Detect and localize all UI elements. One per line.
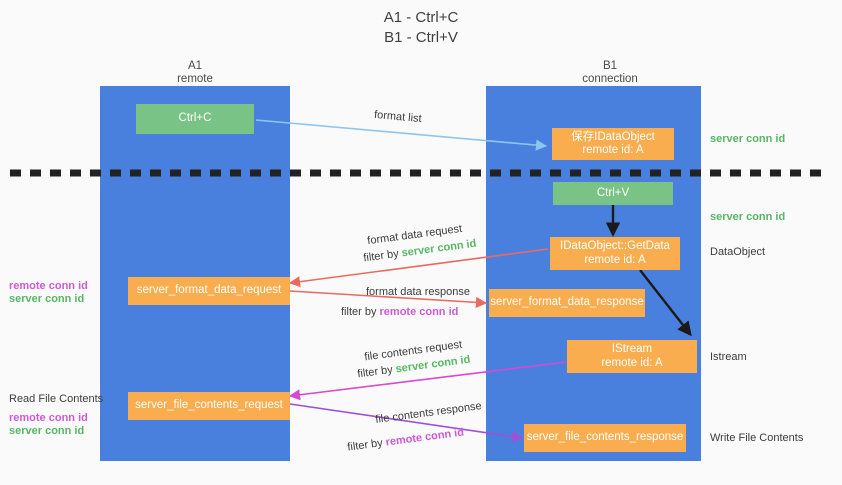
arrow-format-list [255,119,548,151]
left-label-server-conn-id-lower: server conn id [9,425,85,437]
column-b1-sub: connection [582,73,638,85]
box-server-format-data-response-label: server_format_data_response [490,296,644,309]
box-getdata-line2: remote id: A [584,253,646,266]
box-ctrl-v-label: Ctrl+V [596,186,630,199]
box-server-format-data-request[interactable]: server_format_data_request [128,277,290,305]
left-label-remote-conn-id-upper: remote conn id [9,280,88,292]
box-istream[interactable]: IStream remote id: A [567,340,697,373]
column-a1-sub: remote [177,73,213,85]
filter-value-remote-conn-id: remote conn id [379,306,459,318]
title-line-1: A1 - Ctrl+C [383,9,459,26]
column-b1-name: B1 [602,60,618,72]
box-getdata[interactable]: IDataObject::GetData remote id: A [550,237,680,270]
column-header-a1: A1 remote [130,60,260,86]
box-ctrl-c-label: Ctrl+C [178,112,212,125]
right-label-istream: Istream [710,351,747,363]
box-save-idataobject-line1: 保存IDataObject [571,130,655,143]
box-server-format-data-request-label: server_format_data_request [136,284,282,297]
box-save-idataobject[interactable]: 保存IDataObject remote id: A [552,128,674,160]
box-ctrl-c[interactable]: Ctrl+C [136,104,254,134]
arrow-file-contents-response [289,403,524,443]
box-server-format-data-response[interactable]: server_format_data_response [489,289,645,317]
page-title: A1 - Ctrl+C B1 - Ctrl+V [0,8,842,48]
box-server-file-contents-request[interactable]: server_file_contents_request [128,392,290,420]
column-a1-name: A1 [187,60,203,72]
right-label-dataobject: DataObject [710,246,766,258]
left-label-server-conn-id-upper: server conn id [9,293,85,305]
right-label-write-file-contents: Write File Contents [710,432,804,444]
box-getdata-line1: IDataObject::GetData [560,240,670,252]
arrow-format-data-request [288,248,549,288]
box-istream-line2: remote id: A [601,356,663,369]
arrow-format-data-response [289,290,488,308]
box-ctrl-v[interactable]: Ctrl+V [553,182,673,205]
label-format-data-response-filter: filter by remote conn id [341,305,458,319]
right-label-server-conn-id-top: server conn id [710,133,786,145]
left-label-read-file-contents: Read File Contents [9,393,104,405]
label-format-data-response: format data response [366,286,470,298]
box-istream-line1: IStream [611,343,653,355]
box-server-file-contents-request-label: server_file_contents_request [135,399,283,412]
box-server-file-contents-response[interactable]: server_file_contents_response [524,424,686,452]
column-header-b1: B1 connection [545,60,675,86]
arrow-file-contents-request [288,361,567,401]
right-label-server-conn-id-mid: server conn id [710,211,786,223]
filter-prefix: filter by [341,306,380,318]
arrow-getdata-to-istream [639,269,692,337]
title-line-2: B1 - Ctrl+V [384,29,458,46]
box-server-file-contents-response-label: server_file_contents_response [526,431,684,444]
box-save-idataobject-line2: remote id: A [582,144,644,156]
left-label-remote-conn-id-lower: remote conn id [9,412,88,424]
